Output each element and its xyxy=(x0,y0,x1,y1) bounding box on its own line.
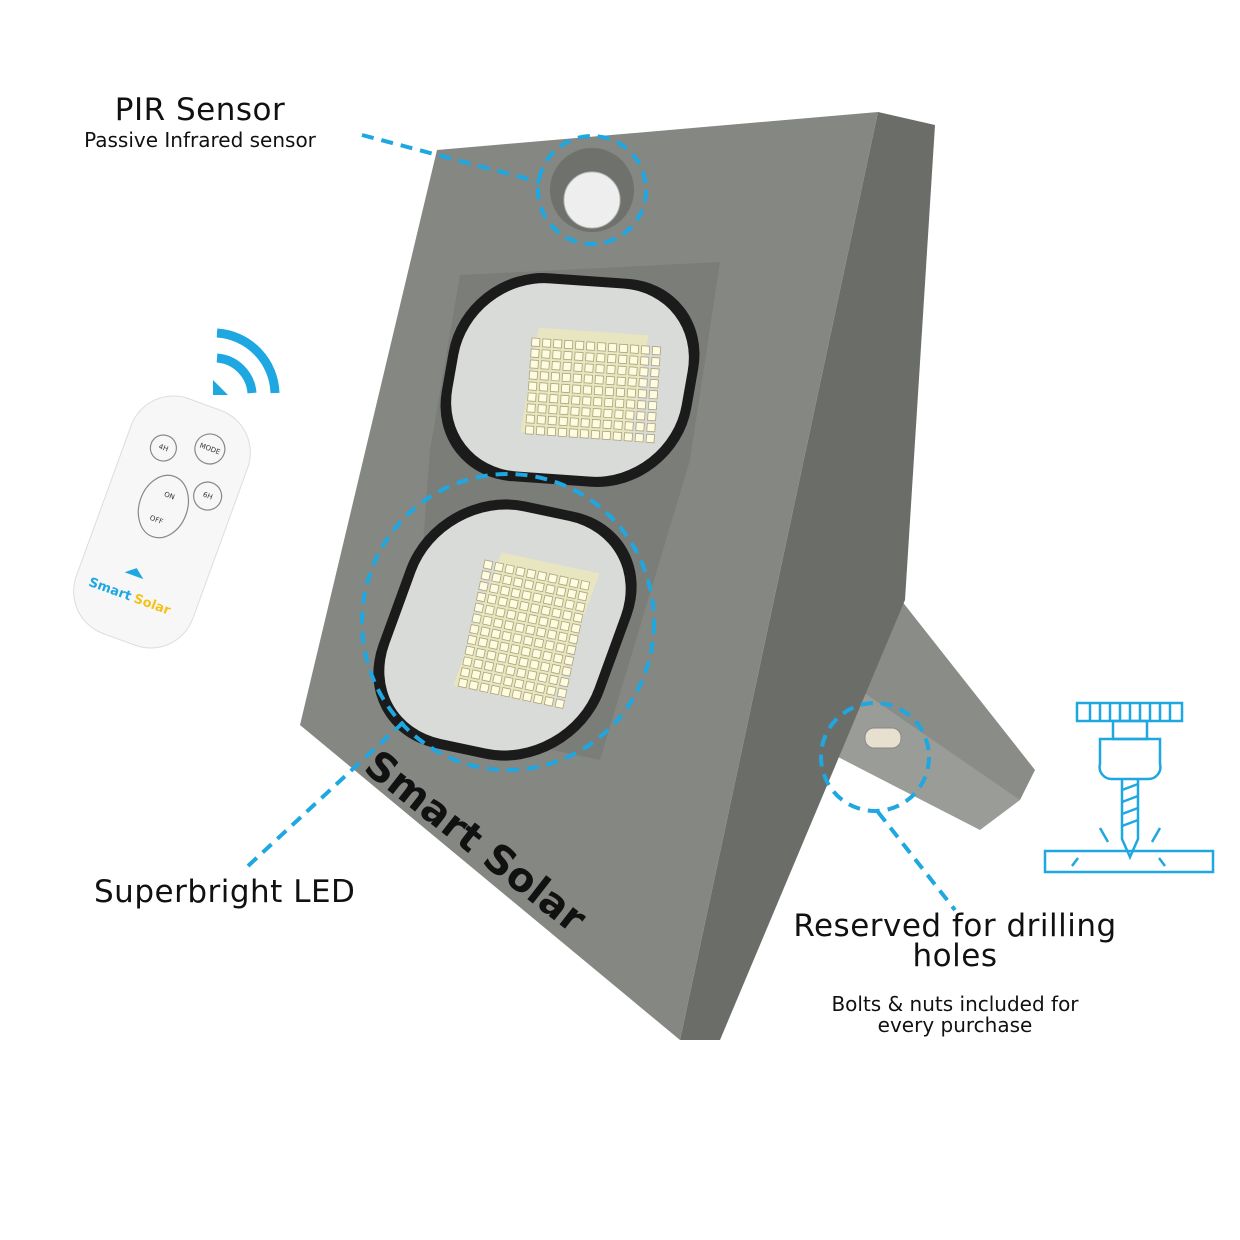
wireless-signal-icon xyxy=(213,328,280,395)
holes-title-line2: holes xyxy=(912,938,998,974)
callout-lines xyxy=(246,133,957,912)
pir-sensor xyxy=(550,148,634,232)
remote-button-on: ON xyxy=(163,490,176,501)
pir-callout: PIR Sensor Passive Infrared sensor xyxy=(80,92,320,152)
remote-control: MODE 4H 6H ON OFF Smart Solar xyxy=(73,395,251,649)
light-body-side xyxy=(680,112,935,1040)
led-chip-grid xyxy=(524,337,662,444)
pir-subtitle: Passive Infrared sensor xyxy=(84,128,316,152)
remote-logo-icon xyxy=(124,568,144,580)
pir-title: PIR Sensor xyxy=(114,92,286,128)
drilling-screw-icon xyxy=(1043,701,1215,874)
holes-note-line1: Bolts & nuts included for xyxy=(831,992,1079,1016)
holes-note-line2: every purchase xyxy=(877,1013,1033,1037)
holes-callout: Reserved for drilling holes Bolts & nuts… xyxy=(790,908,1120,1037)
led-callout-title: Superbright LED xyxy=(94,874,356,910)
remote-button-4h: 4H xyxy=(157,443,169,454)
holes-title-line1: Reserved for drilling xyxy=(793,908,1117,944)
led-chip-grid xyxy=(457,559,591,709)
drill-hole-slot xyxy=(864,727,902,749)
remote-button-6h: 6H xyxy=(202,491,214,502)
